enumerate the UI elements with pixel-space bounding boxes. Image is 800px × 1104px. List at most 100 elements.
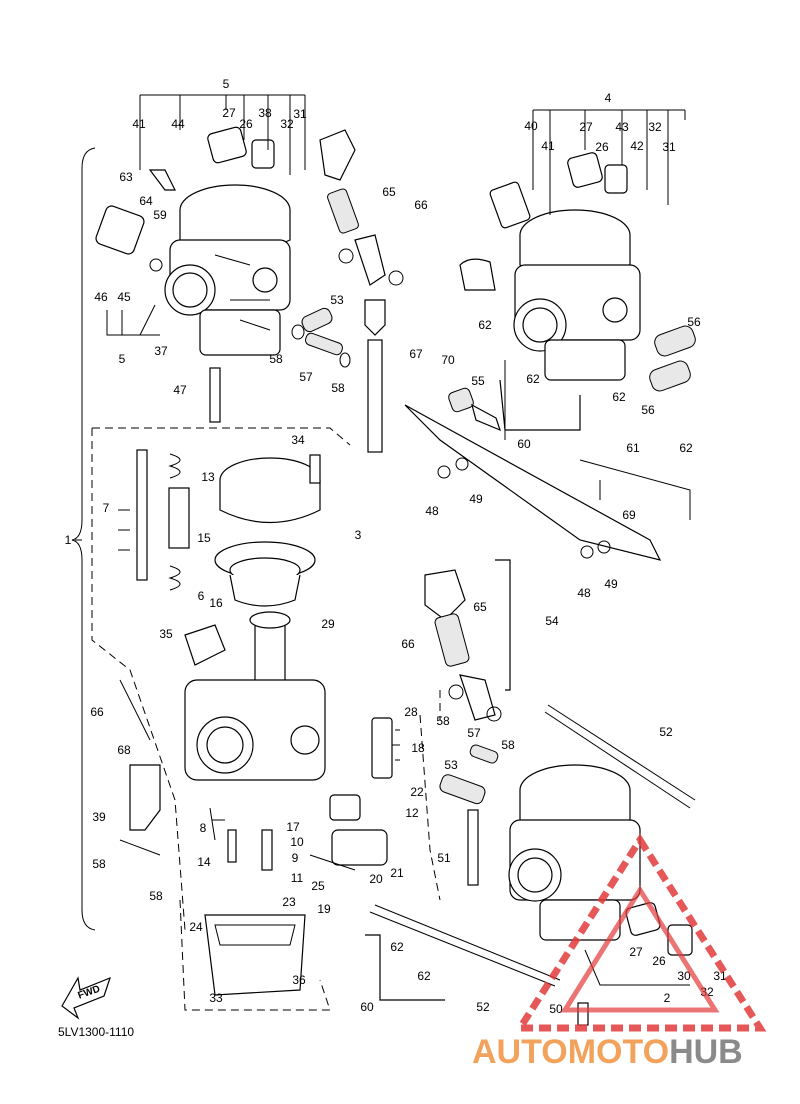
label-58-b: 58 bbox=[331, 381, 345, 395]
needle-valve-18 bbox=[371, 717, 393, 779]
elbow-fitting-top bbox=[319, 129, 356, 181]
label-60-bottom: 60 bbox=[360, 1000, 374, 1014]
label-44: 44 bbox=[171, 117, 185, 131]
label-41-right: 41 bbox=[541, 139, 555, 153]
label-62-e: 62 bbox=[390, 940, 404, 954]
cover-27-right bbox=[567, 152, 603, 188]
rod-52-b bbox=[544, 711, 691, 809]
sensor-42 bbox=[604, 164, 628, 194]
label-9: 9 bbox=[292, 851, 299, 865]
label-58-d: 58 bbox=[501, 738, 515, 752]
carburetor-center-exploded bbox=[184, 457, 326, 781]
float-20-a bbox=[329, 794, 361, 821]
label-41-top: 41 bbox=[132, 117, 146, 131]
label-48-top: 48 bbox=[425, 504, 439, 518]
label-62-b: 62 bbox=[526, 372, 540, 386]
lower-carburetor-boundary bbox=[179, 690, 441, 1011]
label-52-bottom: 52 bbox=[476, 1000, 490, 1014]
label-70: 70 bbox=[441, 353, 455, 367]
label-25: 25 bbox=[311, 879, 325, 893]
label-11: 11 bbox=[291, 871, 304, 885]
watermark-logo-icon bbox=[513, 833, 767, 1032]
pipe-56-a bbox=[654, 325, 696, 357]
label-49-top: 49 bbox=[469, 492, 483, 506]
label-67: 67 bbox=[409, 347, 423, 361]
label-30: 30 bbox=[677, 969, 691, 983]
sensor-38 bbox=[251, 139, 275, 169]
label-43: 43 bbox=[615, 120, 629, 134]
o-ring-58-a bbox=[291, 324, 305, 340]
label-27-right: 27 bbox=[579, 120, 593, 134]
vent-tube-67 bbox=[367, 339, 383, 453]
washer-59 bbox=[149, 258, 163, 272]
label-1: 1 bbox=[65, 533, 72, 547]
assembly-brace bbox=[71, 147, 96, 931]
o-ring-top-b bbox=[388, 270, 404, 286]
label-13: 13 bbox=[201, 470, 215, 484]
label-12: 12 bbox=[405, 806, 419, 820]
label-47: 47 bbox=[173, 383, 187, 397]
pipe-56-b bbox=[649, 360, 691, 392]
label-68: 68 bbox=[117, 743, 131, 757]
tee-fitting-top bbox=[364, 299, 386, 336]
label-56-b: 56 bbox=[641, 403, 655, 417]
label-62-c: 62 bbox=[612, 390, 626, 404]
label-48-bottom: 48 bbox=[577, 586, 591, 600]
joint-mid bbox=[459, 674, 496, 721]
label-29: 29 bbox=[321, 617, 335, 631]
label-31-right: 31 bbox=[662, 140, 676, 154]
bracket-64 bbox=[95, 205, 145, 255]
washer-49-bottom bbox=[597, 540, 611, 554]
bracket-35 bbox=[184, 624, 226, 666]
float-20 bbox=[331, 829, 388, 866]
gasket-19 bbox=[214, 924, 296, 946]
label-57-bottom: 57 bbox=[467, 726, 481, 740]
label-58-a: 58 bbox=[269, 352, 283, 366]
label-64: 64 bbox=[139, 194, 153, 208]
label-42: 42 bbox=[630, 139, 644, 153]
label-19: 19 bbox=[317, 902, 331, 916]
o-ring-58-b bbox=[339, 352, 351, 368]
spring-13 bbox=[168, 453, 181, 591]
joint-top bbox=[354, 234, 386, 286]
label-32-right: 32 bbox=[648, 120, 662, 134]
rod-52 bbox=[547, 704, 696, 801]
label-62-d: 62 bbox=[679, 441, 693, 455]
label-63: 63 bbox=[119, 170, 133, 184]
diagram-code: 5LV1300-1110 bbox=[58, 1025, 134, 1039]
hose-60-top bbox=[499, 379, 581, 431]
bracket-41 bbox=[148, 169, 176, 191]
label-8: 8 bbox=[200, 821, 207, 835]
label-24: 24 bbox=[189, 920, 203, 934]
leader-lines bbox=[75, 94, 690, 986]
label-66-mid: 66 bbox=[401, 637, 415, 651]
label-58-f: 58 bbox=[149, 889, 163, 903]
spring-13-body bbox=[168, 487, 190, 549]
pipe-57-top bbox=[305, 332, 343, 356]
washer-48-bottom bbox=[580, 545, 594, 559]
spring-51 bbox=[467, 809, 479, 886]
plug-70 bbox=[448, 387, 474, 413]
label-4: 4 bbox=[605, 91, 612, 105]
label-65-top: 65 bbox=[382, 185, 396, 199]
label-60-top: 60 bbox=[517, 437, 531, 451]
spring-55 bbox=[471, 403, 501, 432]
watermark: AUTOMOTOHUB bbox=[472, 833, 767, 1071]
fwd-arrow-icon: FWD bbox=[61, 976, 111, 1020]
label-3: 3 bbox=[355, 528, 362, 542]
carburetor-top-left bbox=[164, 184, 291, 356]
label-22: 22 bbox=[410, 785, 424, 799]
label-56-a: 56 bbox=[687, 315, 701, 329]
hose-65-top bbox=[327, 188, 359, 234]
label-32-top: 32 bbox=[280, 117, 294, 131]
label-33: 33 bbox=[209, 991, 223, 1005]
label-46: 46 bbox=[94, 290, 108, 304]
label-36: 36 bbox=[292, 973, 306, 987]
label-26-right: 26 bbox=[595, 140, 609, 154]
hose-60-bottom bbox=[365, 934, 445, 1001]
float-bowl-33 bbox=[204, 914, 306, 996]
washer-49-top bbox=[455, 457, 469, 471]
pipe-57-mid bbox=[469, 744, 499, 764]
label-27-bottom: 27 bbox=[629, 945, 643, 959]
label-57-top: 57 bbox=[299, 370, 313, 384]
